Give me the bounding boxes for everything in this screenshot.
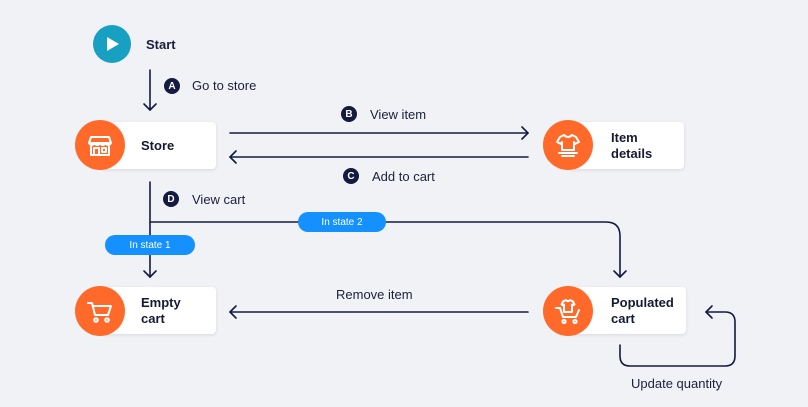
empty-cart-icon-circle — [75, 286, 125, 336]
populated-cart-icon-circle — [543, 286, 593, 336]
cart-icon — [87, 302, 112, 323]
store-icon-circle — [75, 120, 125, 170]
store-node[interactable]: Store — [100, 122, 216, 169]
populated-cart-label: Populated cart — [611, 294, 674, 326]
state-2-pill: In state 2 — [298, 212, 386, 232]
badge-c: C — [343, 168, 359, 184]
storefront-icon — [88, 136, 112, 156]
arrow-view-item — [229, 126, 529, 140]
arrow-view-cart-empty — [143, 181, 157, 278]
store-label: Store — [141, 137, 175, 153]
empty-cart-label: Empty cart — [141, 294, 181, 326]
arrow-update-quantity — [619, 305, 736, 367]
remove-item-label: Remove item — [336, 287, 413, 302]
arrow-view-cart-populated — [149, 221, 627, 278]
badge-d: D — [163, 191, 179, 207]
go-to-store-label: Go to store — [192, 78, 257, 93]
add-to-cart-label: Add to cart — [372, 169, 435, 184]
state-1-pill: In state 1 — [105, 235, 195, 255]
arrow-go-to-store — [143, 69, 157, 111]
view-item-label: View item — [370, 107, 427, 122]
play-icon — [107, 37, 119, 51]
cart-with-shirt-icon — [555, 299, 580, 325]
arrow-remove-item — [229, 305, 529, 319]
view-cart-label: View cart — [192, 192, 246, 207]
start-label: Start — [146, 37, 176, 52]
start-node-icon — [93, 25, 131, 63]
shirt-icon — [556, 134, 580, 157]
item-details-icon-circle — [543, 120, 593, 170]
item-details-label: Item details — [611, 129, 653, 161]
update-quantity-label: Update quantity — [631, 376, 723, 391]
arrow-add-to-cart — [229, 150, 529, 164]
badge-b: B — [341, 106, 357, 122]
badge-a: A — [164, 78, 180, 94]
